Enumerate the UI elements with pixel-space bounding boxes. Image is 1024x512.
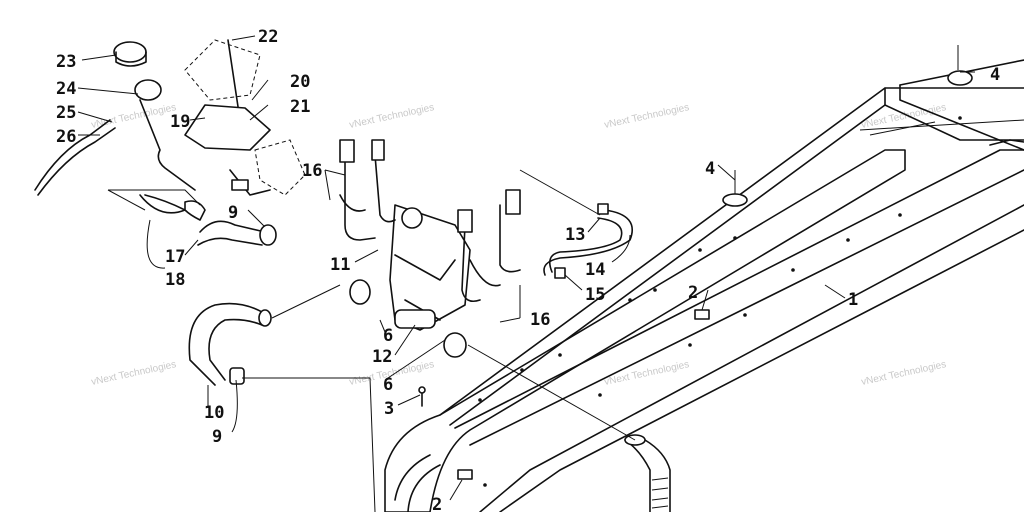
callout-17: 17: [165, 247, 185, 267]
push-nut-left: [722, 170, 748, 207]
callout-13: 13: [565, 225, 585, 245]
watermark: vNext Technologies: [348, 102, 435, 131]
callouts: 1 2 2 3 4 4 6 6 9 9 10 11 12 13 14 15 16…: [56, 27, 1000, 512]
sensor-harness-right: [457, 189, 521, 303]
callout-4: 4: [990, 65, 1000, 85]
heat-exchanger-assembly: [384, 59, 1024, 512]
callout-19: 19: [170, 112, 190, 132]
coolant-hose-17: [199, 220, 266, 233]
callout-2: 2: [688, 283, 698, 303]
callout-23: 23: [56, 52, 76, 72]
callout-9: 9: [212, 427, 222, 447]
clip-upper: [694, 309, 710, 320]
coolant-hose-10: [188, 302, 272, 386]
mounting-bracket: [184, 39, 306, 196]
callout-3: 3: [384, 399, 394, 419]
tee-fitting: [349, 279, 467, 358]
filler-neck: [134, 79, 162, 101]
sensor-harness-left: [339, 139, 396, 241]
filler-cap: [113, 41, 147, 63]
callout-11: 11: [330, 255, 350, 275]
callout-14: 14: [585, 260, 605, 280]
watermark: vNext Technologies: [860, 102, 947, 131]
callout-20: 20: [290, 72, 310, 92]
callout-25: 25: [56, 103, 76, 123]
vent-hose-14: [543, 203, 633, 279]
hose-clamp-9: [259, 224, 277, 246]
callout-6: 6: [383, 326, 393, 346]
callout-16: 16: [530, 310, 550, 330]
callout-24: 24: [56, 79, 76, 99]
clip-lower: [457, 469, 473, 480]
callout-16: 16: [302, 161, 322, 181]
callout-1: 1: [848, 290, 858, 310]
leader-lines: [77, 35, 975, 512]
callout-10: 10: [204, 403, 224, 423]
callout-12: 12: [372, 347, 392, 367]
callout-6: 6: [383, 375, 393, 395]
callout-21: 21: [290, 97, 310, 117]
callout-22: 22: [258, 27, 278, 47]
watermark: vNext Technologies: [860, 359, 947, 388]
callout-2: 2: [432, 495, 442, 512]
watermark: vNext Technologies: [90, 359, 177, 388]
watermark: vNext Technologies: [603, 102, 690, 131]
coolant-hose-lower: [624, 434, 671, 512]
screw-3: [418, 386, 426, 407]
coolant-bottle-assembly: [34, 41, 206, 221]
callout-9: 9: [228, 203, 238, 223]
callout-18: 18: [165, 270, 185, 290]
callout-26: 26: [56, 127, 76, 147]
push-nut-right: [947, 45, 973, 86]
callout-4: 4: [705, 159, 715, 179]
watermark: vNext Technologies: [603, 359, 690, 388]
hose-clamp-upper: [184, 200, 206, 221]
callout-15: 15: [585, 285, 605, 305]
watermark: vNext Technologies: [90, 102, 177, 131]
